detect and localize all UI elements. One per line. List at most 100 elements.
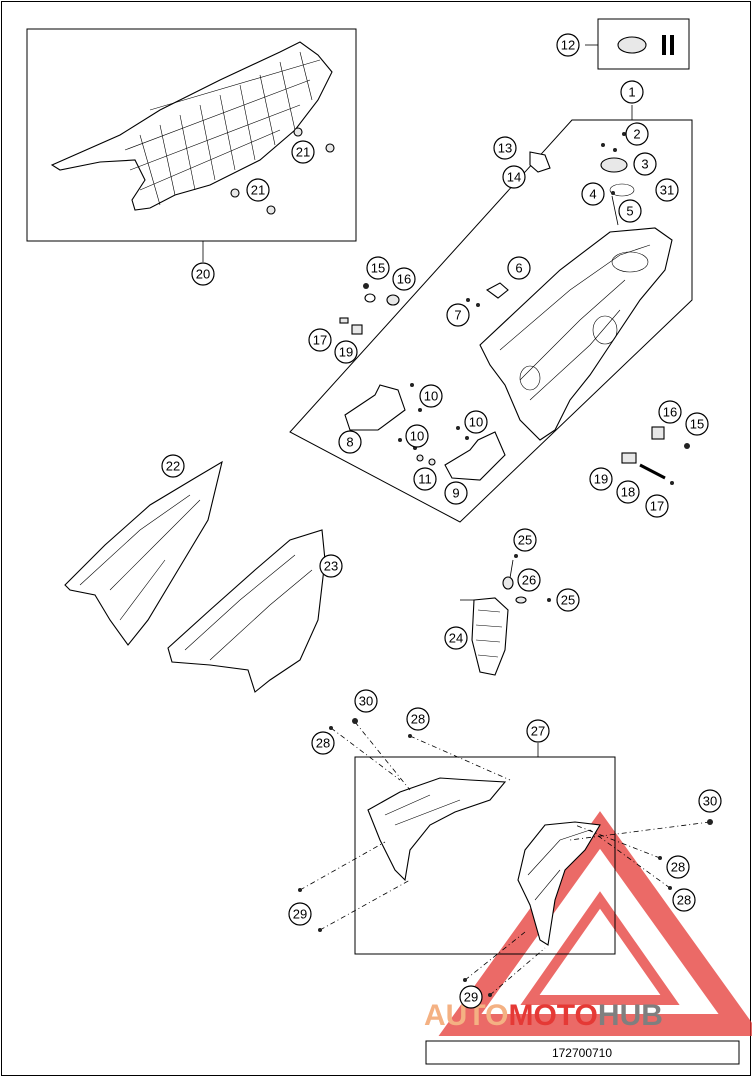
cap-kit-box bbox=[597, 18, 690, 70]
callout-26: 26 bbox=[517, 568, 541, 592]
callout-6: 6 bbox=[507, 256, 531, 280]
svg-text:21: 21 bbox=[296, 145, 310, 160]
svg-text:9: 9 bbox=[452, 486, 459, 501]
svg-text:10: 10 bbox=[410, 429, 424, 444]
watermark-logo bbox=[438, 811, 752, 1036]
callout-25b: 25 bbox=[556, 588, 580, 612]
svg-text:20: 20 bbox=[196, 267, 210, 282]
callout-5: 5 bbox=[618, 199, 642, 223]
svg-text:19: 19 bbox=[339, 345, 353, 360]
svg-text:14: 14 bbox=[507, 170, 521, 185]
svg-text:28: 28 bbox=[411, 712, 425, 727]
callout-21a: 21 bbox=[291, 140, 315, 164]
key-part bbox=[662, 35, 674, 55]
side-panel-left bbox=[64, 460, 223, 646]
callout-27: 27 bbox=[526, 719, 550, 743]
svg-text:31: 31 bbox=[660, 183, 674, 198]
callout-18: 18 bbox=[616, 480, 640, 504]
callout-19b: 19 bbox=[589, 467, 613, 491]
svg-text:19: 19 bbox=[594, 472, 608, 487]
fuel-cap-part bbox=[617, 36, 647, 54]
drawing-number-box bbox=[425, 1040, 740, 1065]
radiator-shroud-left bbox=[367, 777, 507, 882]
svg-text:7: 7 bbox=[454, 308, 461, 323]
shroud-hardware bbox=[298, 718, 713, 997]
callout-10b: 10 bbox=[405, 424, 429, 448]
svg-text:1: 1 bbox=[628, 85, 635, 100]
svg-text:10: 10 bbox=[424, 389, 438, 404]
svg-text:10: 10 bbox=[469, 415, 483, 430]
watermark-text: AUTOMOTOHUB bbox=[424, 999, 663, 1032]
callout-21b: 21 bbox=[246, 178, 270, 202]
svg-text:13: 13 bbox=[498, 141, 512, 156]
svg-text:21: 21 bbox=[251, 183, 265, 198]
callout-25a: 25 bbox=[513, 528, 537, 552]
svg-text:18: 18 bbox=[621, 485, 635, 500]
svg-text:24: 24 bbox=[449, 631, 463, 646]
callout-28a: 28 bbox=[311, 731, 335, 755]
svg-text:2: 2 bbox=[633, 127, 640, 142]
callout-30a: 30 bbox=[354, 689, 378, 713]
svg-text:17: 17 bbox=[313, 333, 327, 348]
callout-24: 24 bbox=[444, 626, 468, 650]
drawing-number: 172700710 bbox=[552, 1046, 612, 1060]
svg-text:5: 5 bbox=[626, 204, 633, 219]
callout-1: 1 bbox=[620, 80, 644, 104]
svg-text:12: 12 bbox=[561, 38, 575, 53]
svg-text:22: 22 bbox=[166, 459, 180, 474]
seat bbox=[50, 41, 333, 211]
svg-text:15: 15 bbox=[371, 261, 385, 276]
callout-2: 2 bbox=[625, 122, 649, 146]
seat-group-box bbox=[26, 28, 357, 242]
svg-text:27: 27 bbox=[531, 724, 545, 739]
callout-30b: 30 bbox=[698, 789, 722, 813]
svg-text:25: 25 bbox=[518, 533, 532, 548]
fuel-tank bbox=[479, 227, 673, 441]
svg-text:4: 4 bbox=[589, 187, 596, 202]
callout-23: 23 bbox=[319, 554, 343, 578]
svg-text:28: 28 bbox=[677, 893, 691, 908]
radiator-guard-part bbox=[460, 554, 551, 676]
callout-10c: 10 bbox=[464, 410, 488, 434]
callout-8: 8 bbox=[338, 430, 362, 454]
radiator-shroud-right bbox=[517, 821, 601, 946]
radiator-shroud-group-box bbox=[354, 756, 616, 955]
callout-7: 7 bbox=[446, 303, 470, 327]
watermark-moto: MOTO bbox=[508, 999, 597, 1032]
callout-14: 14 bbox=[502, 165, 526, 189]
callout-29a: 29 bbox=[288, 902, 312, 926]
callout-10a: 10 bbox=[419, 384, 443, 408]
callout-17b: 17 bbox=[645, 494, 669, 518]
svg-text:15: 15 bbox=[690, 417, 704, 432]
svg-text:16: 16 bbox=[397, 272, 411, 287]
svg-text:26: 26 bbox=[522, 573, 536, 588]
callout-13: 13 bbox=[493, 136, 517, 160]
svg-text:11: 11 bbox=[418, 472, 432, 487]
callout-28d: 28 bbox=[672, 888, 696, 912]
callout-17a: 17 bbox=[308, 328, 332, 352]
callout-4: 4 bbox=[581, 182, 605, 206]
fuel-tank-group-box bbox=[289, 119, 693, 523]
svg-text:29: 29 bbox=[293, 907, 307, 922]
svg-text:16: 16 bbox=[663, 405, 677, 420]
svg-text:8: 8 bbox=[346, 435, 353, 450]
svg-text:29: 29 bbox=[464, 990, 478, 1005]
callout-9: 9 bbox=[444, 481, 468, 505]
watermark-hub: HUB bbox=[598, 999, 663, 1032]
svg-text:17: 17 bbox=[650, 499, 664, 514]
side-panel-right bbox=[167, 529, 326, 693]
svg-text:30: 30 bbox=[703, 794, 717, 809]
svg-text:28: 28 bbox=[316, 736, 330, 751]
small-hardware bbox=[339, 132, 690, 485]
callout-20: 20 bbox=[191, 262, 215, 286]
callout-12: 12 bbox=[556, 33, 580, 57]
callout-19a: 19 bbox=[334, 340, 358, 364]
svg-text:30: 30 bbox=[359, 694, 373, 709]
svg-text:23: 23 bbox=[324, 559, 338, 574]
callout-3: 3 bbox=[633, 152, 657, 176]
callout-29b: 29 bbox=[459, 985, 483, 1009]
callout-28b: 28 bbox=[406, 707, 430, 731]
callout-28c: 28 bbox=[666, 855, 690, 879]
